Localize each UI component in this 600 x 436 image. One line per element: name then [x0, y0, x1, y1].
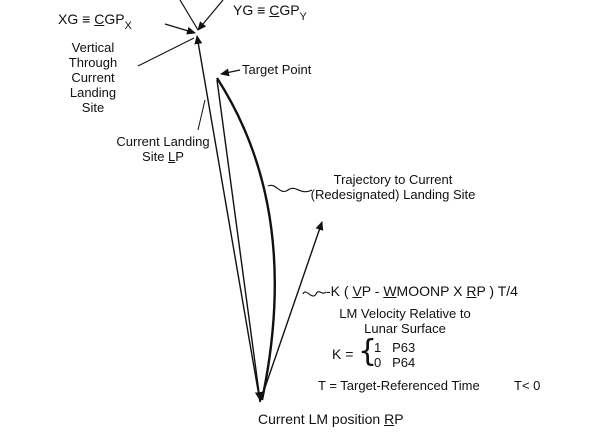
- lm-position-label: Current LM position RP: [258, 411, 404, 427]
- k-case-1: 1 P63: [374, 340, 415, 355]
- vertical-line-1: Vertical: [71, 40, 115, 55]
- vertical-line-3: Current: [71, 70, 115, 85]
- k-case-2-label: P64: [392, 355, 416, 370]
- yg-cgp-u: C: [269, 2, 280, 18]
- t-condition-label: T< 0: [514, 378, 541, 393]
- xg-subscript: X: [124, 20, 132, 32]
- k-brace: {: [358, 334, 378, 369]
- k-case-1-label: P63: [392, 340, 416, 355]
- vertical-line-5: Site: [81, 100, 105, 115]
- yg-subscript: Y: [299, 11, 307, 23]
- target-point-label: Target Point: [242, 62, 312, 77]
- yg-axis-label: YG ≡ CGPY: [233, 2, 307, 24]
- lm-velocity-line-1: LM Velocity Relative to: [339, 306, 471, 321]
- velocity-expression: -K ( VP - WMOONP X RP ) T/4: [326, 283, 518, 299]
- k-case-2-value: 0: [374, 355, 382, 370]
- target-point-arrow: [220, 68, 241, 77]
- k-case-1-value: 1: [374, 340, 382, 355]
- t-definition-label: T = Target-Referenced Time: [318, 378, 480, 393]
- leader-velocity: [302, 291, 327, 297]
- axis-line-vertical: [179, 0, 199, 31]
- trajectory-label: Trajectory to Current (Redesignated) Lan…: [298, 172, 488, 202]
- xg-axis-label: XG ≡ CGPX: [58, 11, 132, 33]
- leader-landing-site: [197, 99, 206, 131]
- k-equals-label: K =: [332, 346, 354, 362]
- axis-line-yg: [197, 0, 224, 31]
- yg-cgp-rest: GP: [279, 2, 300, 18]
- vertical-line-4: Landing: [69, 85, 117, 100]
- trajectory-curve: [215, 77, 276, 401]
- xg-cgp-rest: GP: [104, 11, 125, 27]
- axis-line-xg: [164, 23, 196, 35]
- xg-text: XG ≡: [58, 11, 95, 27]
- vector-landing-site-to-rp: [216, 79, 263, 401]
- trajectory-line-1: Trajectory to Current: [333, 172, 453, 187]
- xg-cgp-u: C: [94, 11, 105, 27]
- leader-trajectory: [267, 184, 313, 193]
- landing-site-line-1: Current Landing: [116, 134, 210, 149]
- trajectory-line-2: (Redesignated) Landing Site: [310, 187, 476, 202]
- leader-vertical: [137, 37, 195, 67]
- lm-velocity-line-2: Lunar Surface: [364, 321, 446, 336]
- vertical-label: Vertical Through Current Landing Site: [52, 40, 134, 115]
- yg-text: YG ≡: [233, 2, 270, 18]
- lm-velocity-label: LM Velocity Relative to Lunar Surface: [330, 306, 480, 336]
- k-case-2: 0 P64: [374, 355, 415, 370]
- landing-site-line-2: Site LP: [142, 149, 184, 164]
- vertical-line-2: Through: [68, 55, 118, 70]
- vector-rp-to-landing-site: [194, 35, 261, 403]
- vector-velocity: [259, 221, 324, 403]
- current-landing-site-label: Current Landing Site LP: [108, 134, 218, 164]
